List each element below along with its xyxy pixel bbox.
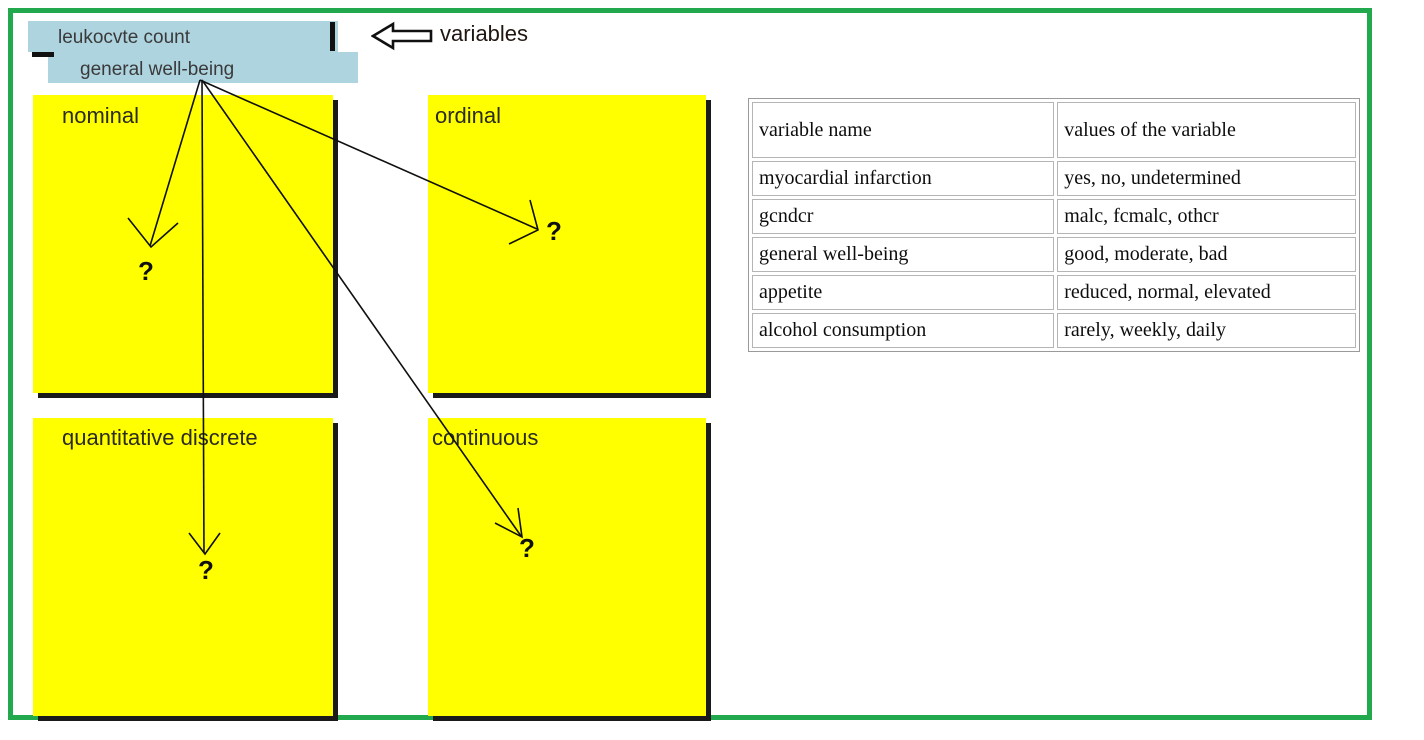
drop-box-ordinal[interactable] — [428, 95, 706, 393]
box-label-ordinal: ordinal — [435, 103, 502, 128]
table-header-row: variable name values of the variable — [752, 102, 1356, 158]
question-mark-quantitative-discrete: ? — [198, 555, 214, 585]
drop-box-continuous[interactable] — [428, 418, 706, 716]
table-cell-variable-name: general well-being — [752, 237, 1055, 272]
table-cell-variable-values: malc, fcmalc, othcr — [1057, 199, 1356, 234]
question-mark-nominal: ? — [138, 256, 154, 286]
question-mark-ordinal: ? — [546, 216, 562, 246]
table-header-variable-values: values of the variable — [1057, 102, 1356, 158]
table-header-variable-name: variable name — [752, 102, 1055, 158]
table-cell-variable-name: alcohol consumption — [752, 313, 1055, 348]
table-row: gcndcr malc, fcmalc, othcr — [752, 199, 1356, 234]
left-arrow-icon — [370, 21, 433, 51]
table-row: appetite reduced, normal, elevated — [752, 275, 1356, 310]
dash-marker-icon — [32, 52, 54, 57]
box-label-nominal: nominal — [62, 103, 140, 128]
table-row: general well-being good, moderate, bad — [752, 237, 1356, 272]
variable-reference-table: variable name values of the variable myo… — [748, 98, 1360, 352]
variable-item-general-well-being[interactable]: general well-being — [80, 59, 235, 80]
drop-box-nominal[interactable] — [33, 95, 333, 393]
box-label-continuous: continuous — [432, 425, 539, 450]
table-cell-variable-values: good, moderate, bad — [1057, 237, 1356, 272]
green-border-frame — [8, 8, 1372, 720]
question-mark-continuous: ? — [519, 533, 535, 563]
variable-pool-lower-panel — [48, 52, 358, 83]
table-row: alcohol consumption rarely, weekly, dail… — [752, 313, 1356, 348]
table-cell-variable-name: appetite — [752, 275, 1055, 310]
variable-pool-upper-panel — [28, 21, 338, 52]
table-cell-variable-name: gcndcr — [752, 199, 1055, 234]
drop-box-quantitative-discrete[interactable] — [33, 418, 333, 716]
variables-caption: variables — [440, 21, 529, 46]
table-row: myocardial infarction yes, no, undetermi… — [752, 161, 1356, 196]
table-cell-variable-values: rarely, weekly, daily — [1057, 313, 1356, 348]
text-cursor-icon — [330, 22, 335, 51]
table-cell-variable-values: yes, no, undetermined — [1057, 161, 1356, 196]
box-label-quantitative-discrete: quantitative discrete — [62, 425, 258, 450]
variable-item-leukocyte-count[interactable]: leukocvte count — [58, 27, 191, 48]
table-cell-variable-name: myocardial infarction — [752, 161, 1055, 196]
table-cell-variable-values: reduced, normal, elevated — [1057, 275, 1356, 310]
